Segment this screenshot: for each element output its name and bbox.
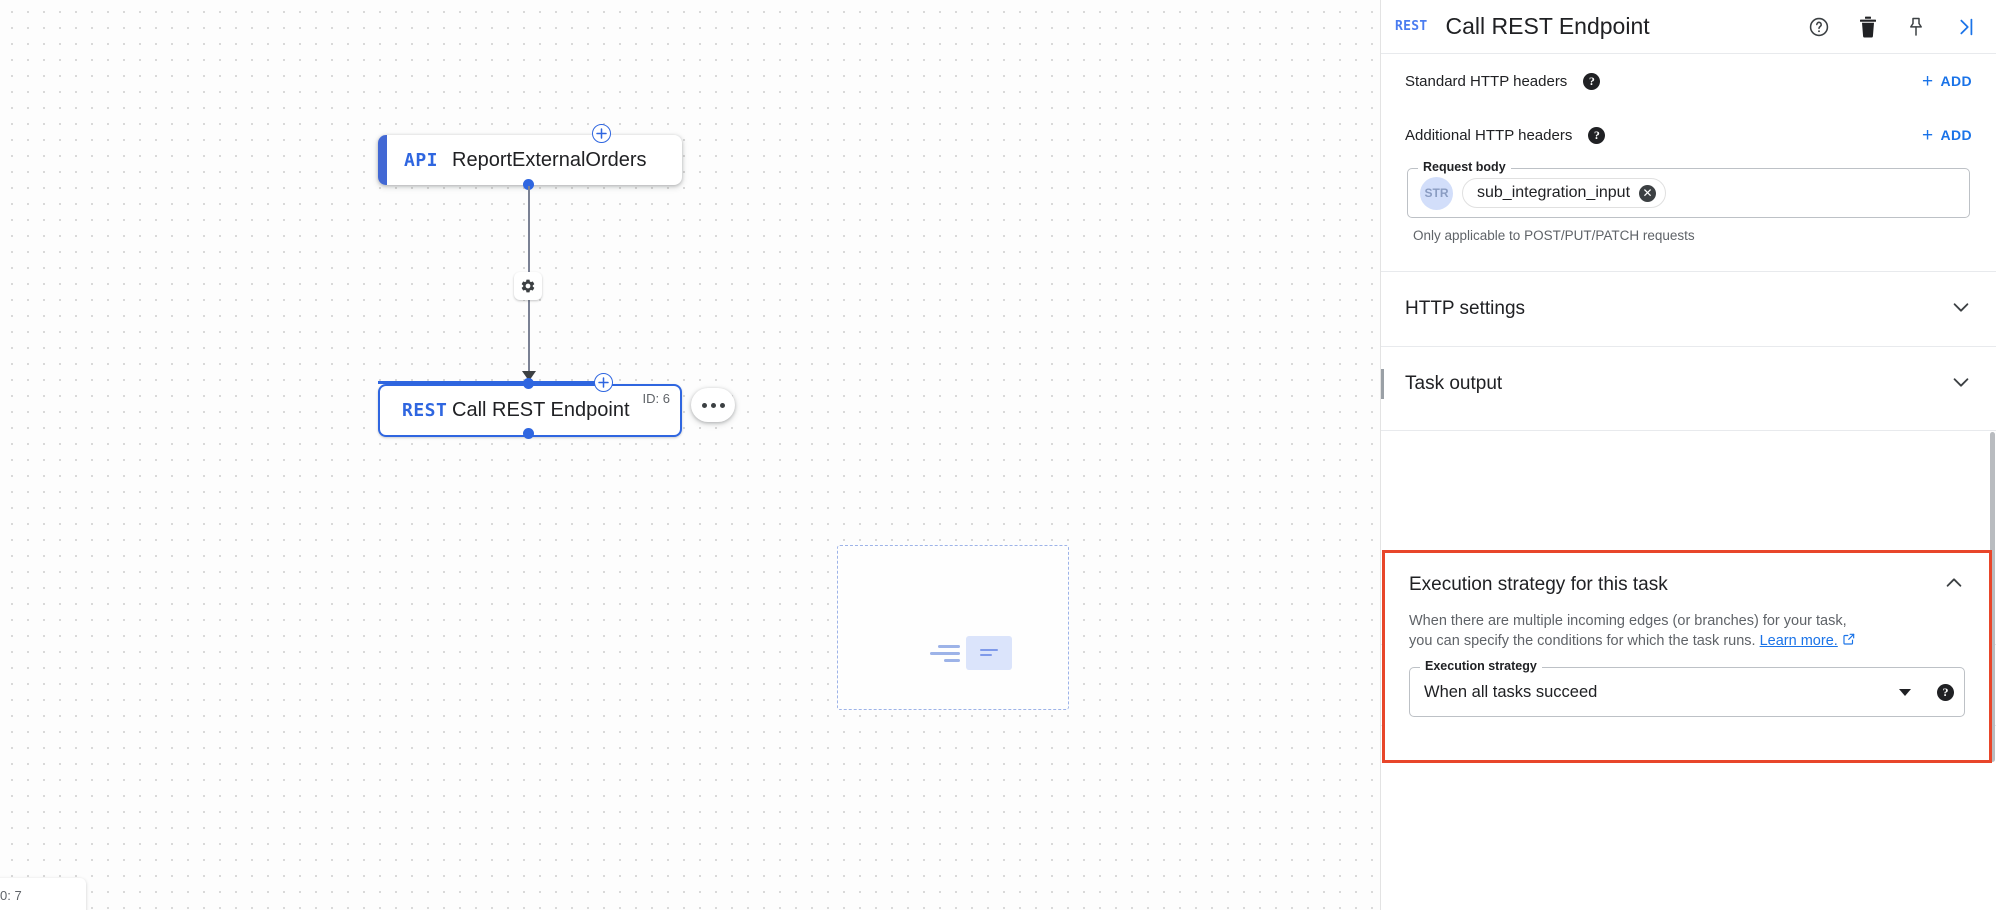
add-node-after-rest-icon[interactable] bbox=[594, 373, 613, 392]
request-body-hint: Only applicable to POST/PUT/PATCH reques… bbox=[1413, 228, 1695, 243]
help-icon[interactable]: ? bbox=[1937, 683, 1954, 701]
add-additional-header-label: ADD bbox=[1940, 127, 1972, 143]
standard-http-headers-section: Standard HTTP headers ? + ADD bbox=[1381, 54, 1996, 108]
add-node-after-api-icon[interactable] bbox=[592, 124, 611, 143]
close-icon[interactable]: ✕ bbox=[1639, 184, 1657, 202]
chevron-down-icon bbox=[1950, 296, 1972, 323]
section-task-output[interactable]: Task output bbox=[1381, 347, 1996, 421]
standard-http-headers-label: Standard HTTP headers bbox=[1405, 72, 1568, 90]
node-input-port[interactable] bbox=[523, 378, 534, 389]
learn-more-link[interactable]: Learn more. bbox=[1759, 633, 1838, 649]
section-marker bbox=[1381, 369, 1384, 399]
task-drop-placeholder bbox=[837, 545, 1069, 710]
chevron-down-icon[interactable] bbox=[1899, 688, 1911, 696]
panel-scrollbar[interactable] bbox=[1989, 0, 1996, 910]
section-task-output-title: Task output bbox=[1405, 373, 1503, 394]
node-type-badge: REST bbox=[402, 400, 448, 421]
pin-icon[interactable] bbox=[1906, 16, 1926, 38]
variable-type-badge: STR bbox=[1420, 176, 1453, 210]
help-icon[interactable] bbox=[1808, 16, 1830, 38]
node-top-rail bbox=[378, 381, 610, 384]
execution-strategy-section-highlighted: Execution strategy for this task When th… bbox=[1382, 550, 1992, 763]
execution-strategy-select[interactable]: Execution strategy When all tasks succee… bbox=[1409, 659, 1965, 717]
execution-strategy-field-legend: Execution strategy bbox=[1420, 659, 1542, 673]
request-body-legend: Request body bbox=[1418, 160, 1511, 174]
panel-header: REST Call REST Endpoint bbox=[1381, 0, 1996, 54]
page-title: Call REST Endpoint bbox=[1445, 13, 1650, 39]
request-body-chip[interactable]: sub_integration_input ✕ bbox=[1462, 178, 1667, 208]
request-body-field[interactable]: Request body STR sub_integration_input ✕ bbox=[1407, 160, 1970, 218]
gear-icon[interactable] bbox=[514, 272, 542, 300]
panel-scrollbar-thumb[interactable] bbox=[1990, 432, 1995, 762]
task-placeholder-icon bbox=[930, 636, 1012, 670]
node-id-badge: ID: 6 bbox=[642, 391, 670, 406]
divider bbox=[1381, 271, 1996, 272]
workflow-canvas[interactable]: API ReportExternalOrders REST Call REST … bbox=[0, 0, 1380, 910]
divider bbox=[1381, 346, 1996, 347]
execution-strategy-selected-value: When all tasks succeed bbox=[1424, 682, 1598, 701]
canvas-corner-label: 0: 7 bbox=[0, 888, 22, 903]
canvas-corner-card bbox=[0, 878, 86, 910]
request-body-section: Request body STR sub_integration_input ✕… bbox=[1381, 160, 1996, 243]
additional-http-headers-section: Additional HTTP headers ? + ADD bbox=[1381, 108, 1996, 162]
add-standard-header-label: ADD bbox=[1940, 73, 1972, 89]
workflow-node-api[interactable]: API ReportExternalOrders bbox=[378, 135, 682, 185]
execution-strategy-description: When there are multiple incoming edges (… bbox=[1385, 611, 1989, 651]
node-accent-bar bbox=[378, 135, 387, 185]
section-http-settings[interactable]: HTTP settings bbox=[1381, 272, 1996, 346]
collapse-panel-icon[interactable] bbox=[1954, 16, 1976, 38]
standard-http-headers-row: Standard HTTP headers ? + ADD bbox=[1405, 54, 1972, 108]
panel-header-actions bbox=[1808, 16, 1982, 38]
external-link-icon[interactable] bbox=[1842, 633, 1856, 649]
node-label: Call REST Endpoint bbox=[452, 399, 630, 421]
plus-icon: + bbox=[1921, 124, 1934, 146]
add-standard-header-button[interactable]: + ADD bbox=[1922, 72, 1972, 91]
panel-type-badge: REST bbox=[1395, 19, 1428, 34]
execution-strategy-description-line1: When there are multiple incoming edges (… bbox=[1409, 613, 1847, 629]
add-additional-header-button[interactable]: + ADD bbox=[1922, 126, 1972, 145]
section-http-settings-title: HTTP settings bbox=[1405, 298, 1526, 319]
section-execution-strategy-title: Execution strategy for this task bbox=[1409, 574, 1668, 595]
task-config-panel: REST Call REST Endpoint bbox=[1380, 0, 1996, 910]
request-body-chip-label: sub_integration_input bbox=[1477, 184, 1631, 201]
node-output-port[interactable] bbox=[523, 428, 534, 439]
node-type-badge: API bbox=[404, 149, 439, 171]
plus-icon: + bbox=[1921, 70, 1934, 92]
execution-strategy-description-line2: you can specify the conditions for which… bbox=[1409, 633, 1756, 649]
additional-http-headers-row: Additional HTTP headers ? + ADD bbox=[1405, 108, 1972, 162]
edge-arrow-icon bbox=[522, 371, 536, 381]
help-icon[interactable]: ? bbox=[1583, 72, 1601, 90]
node-output-port[interactable] bbox=[523, 179, 534, 190]
additional-http-headers-label: Additional HTTP headers bbox=[1405, 126, 1573, 144]
divider bbox=[1381, 430, 1996, 431]
section-execution-strategy[interactable]: Execution strategy for this task bbox=[1385, 553, 1989, 611]
chevron-up-icon bbox=[1943, 572, 1965, 599]
node-more-options-icon[interactable] bbox=[691, 388, 735, 422]
chevron-down-icon bbox=[1950, 371, 1972, 398]
help-icon[interactable]: ? bbox=[1588, 126, 1606, 144]
node-label: ReportExternalOrders bbox=[452, 148, 647, 171]
delete-icon[interactable] bbox=[1858, 16, 1878, 38]
